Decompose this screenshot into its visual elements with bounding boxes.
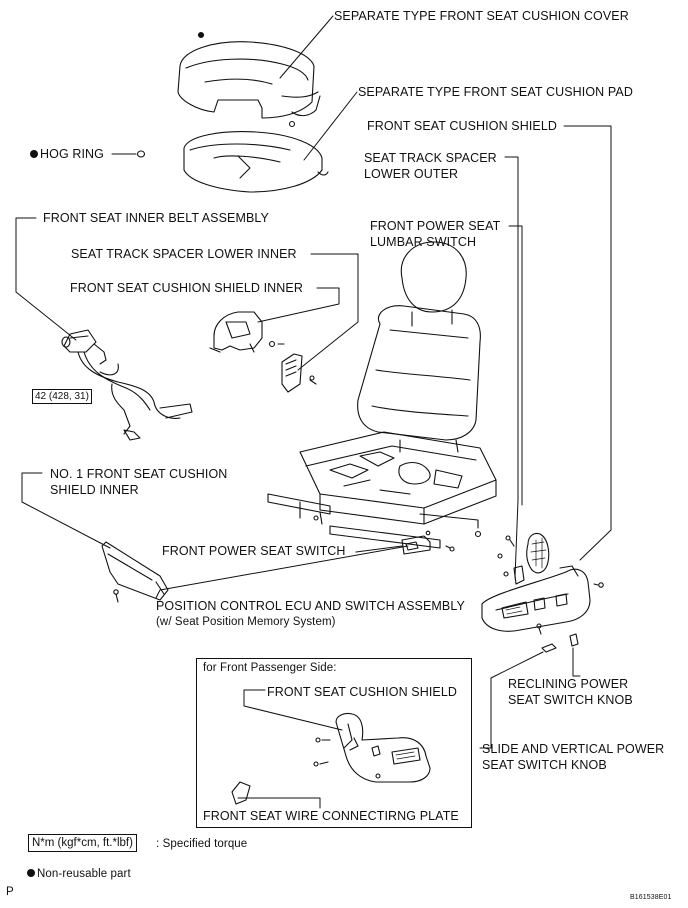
power-seat-switch [401,530,455,555]
label-wire-plate: FRONT SEAT WIRE CONNECTIRNG PLATE [203,809,459,823]
lumbar-switch [497,532,550,585]
label-lumbar-switch-2: LUMBAR SWITCH [370,235,477,249]
label-no1-shield-inner-2: SHIELD INNER [50,483,139,497]
inner-belt-assembly [61,329,193,441]
label-inner-belt: FRONT SEAT INNER BELT ASSEMBLY [43,211,269,225]
label-cushion-shield: FRONT SEAT CUSHION SHIELD [367,119,558,133]
label-position-ecu: POSITION CONTROL ECU AND SWITCH ASSEMBLY [156,599,465,613]
non-reusable-legend-marker [27,869,35,877]
figure-id: B161538E01 [630,894,672,901]
label-hog-ring-text: HOG RING [40,147,104,161]
label-passenger-shield: FRONT SEAT CUSHION SHIELD [267,685,458,699]
label-slide-knob-1: SLIDE AND VERTICAL POWER [482,742,665,756]
passenger-side-inset [196,658,472,828]
legend-torque-box: N*m (kgf*cm, ft.*lbf) [28,834,137,852]
seat-frame [267,241,497,549]
legend-non-reusable-text: Non-reusable part [37,868,131,880]
label-spacer-lower-outer-2: LOWER OUTER [364,167,459,181]
label-lumbar-switch-1: FRONT POWER SEAT [370,219,501,233]
label-passenger-title: for Front Passenger Side: [203,662,337,674]
label-reclining-knob-1: RECLINING POWER [508,677,629,691]
torque-value-box: 42 (428, 31) [32,389,92,404]
label-hog-ring: HOG RING [30,146,104,162]
label-spacer-lower-outer-1: SEAT TRACK SPACER [364,151,497,165]
label-shield-inner: FRONT SEAT CUSHION SHIELD INNER [70,281,303,295]
seat-cushion-cover [177,31,321,128]
no1-shield-inner [101,541,169,603]
label-cushion-cover: SEPARATE TYPE FRONT SEAT CUSHION COVER [334,9,629,23]
shield-inner-parts [209,311,317,393]
footer-left-mark: P [6,886,14,898]
label-reclining-knob-2: SEAT SWITCH KNOB [508,693,633,707]
label-slide-knob-2: SEAT SWITCH KNOB [482,758,607,772]
label-no1-shield-inner-1: NO. 1 FRONT SEAT CUSHION [50,467,228,481]
legend-non-reusable: Non-reusable part [27,866,131,882]
label-position-ecu-note: (w/ Seat Position Memory System) [156,616,336,628]
non-reusable-marker [30,150,38,158]
switch-knobs [541,633,579,653]
legend-torque-text: : Specified torque [156,838,248,850]
leader-lines [15,15,612,809]
label-power-seat-switch: FRONT POWER SEAT SWITCH [162,544,346,558]
label-cushion-pad: SEPARATE TYPE FRONT SEAT CUSHION PAD [358,85,633,99]
cushion-shield [481,565,604,635]
passenger-inset-parts [231,712,431,805]
hog-ring [136,150,146,158]
seat-cushion-pad [183,131,329,193]
label-spacer-lower-inner: SEAT TRACK SPACER LOWER INNER [71,247,297,261]
